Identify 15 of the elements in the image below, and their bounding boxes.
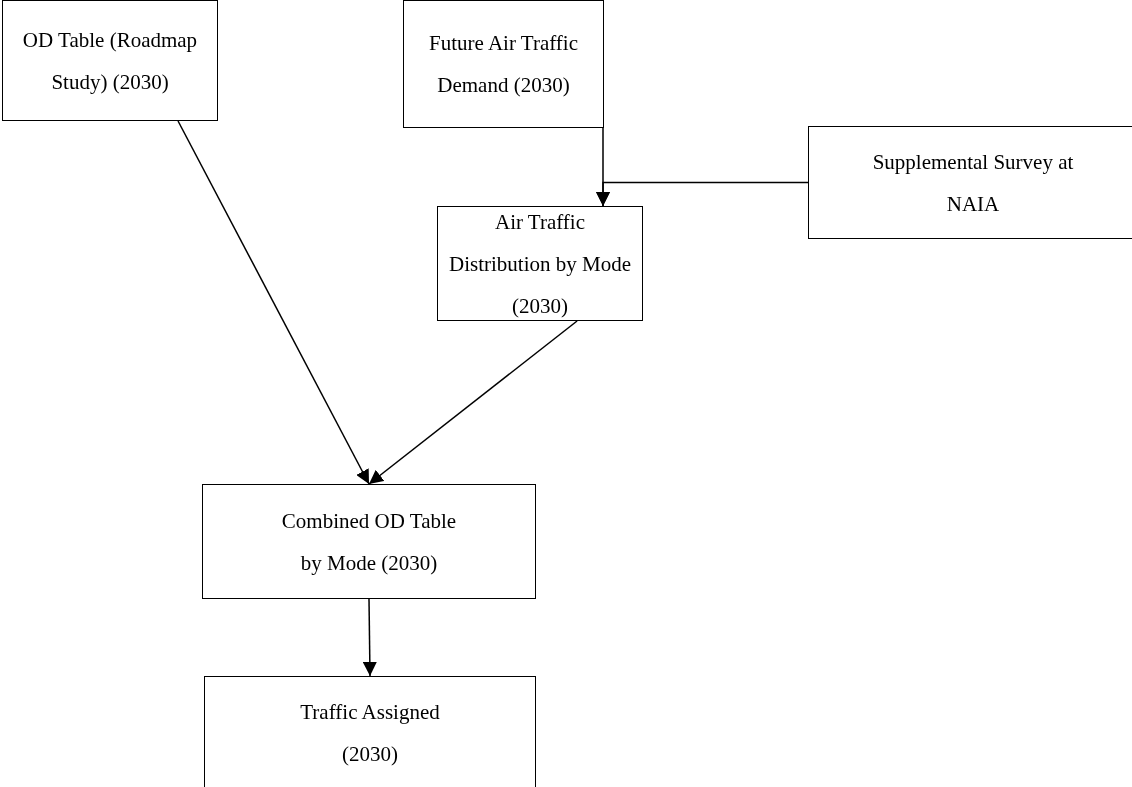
box-label: Supplemental Survey at NAIA bbox=[871, 148, 1075, 218]
arrow bbox=[368, 320, 578, 485]
arrow bbox=[177, 120, 370, 485]
arrow bbox=[362, 598, 377, 677]
process-box bbox=[808, 126, 1132, 239]
box-label: Future Air Traffic Demand (2030) bbox=[428, 30, 579, 99]
box-label: OD Table (Roadmap Study) (2030) bbox=[21, 26, 199, 96]
box-label: Traffic Assigned (2030) bbox=[299, 699, 441, 768]
box-label: Combined OD Table by Mode (2030) bbox=[280, 507, 458, 577]
process-box bbox=[204, 676, 536, 787]
box-label: Air Traffic Distribution by Mode (2030) bbox=[448, 208, 632, 320]
arrow bbox=[596, 181, 809, 207]
process-box bbox=[403, 0, 604, 128]
process-box bbox=[202, 484, 536, 599]
process-box bbox=[2, 0, 218, 121]
